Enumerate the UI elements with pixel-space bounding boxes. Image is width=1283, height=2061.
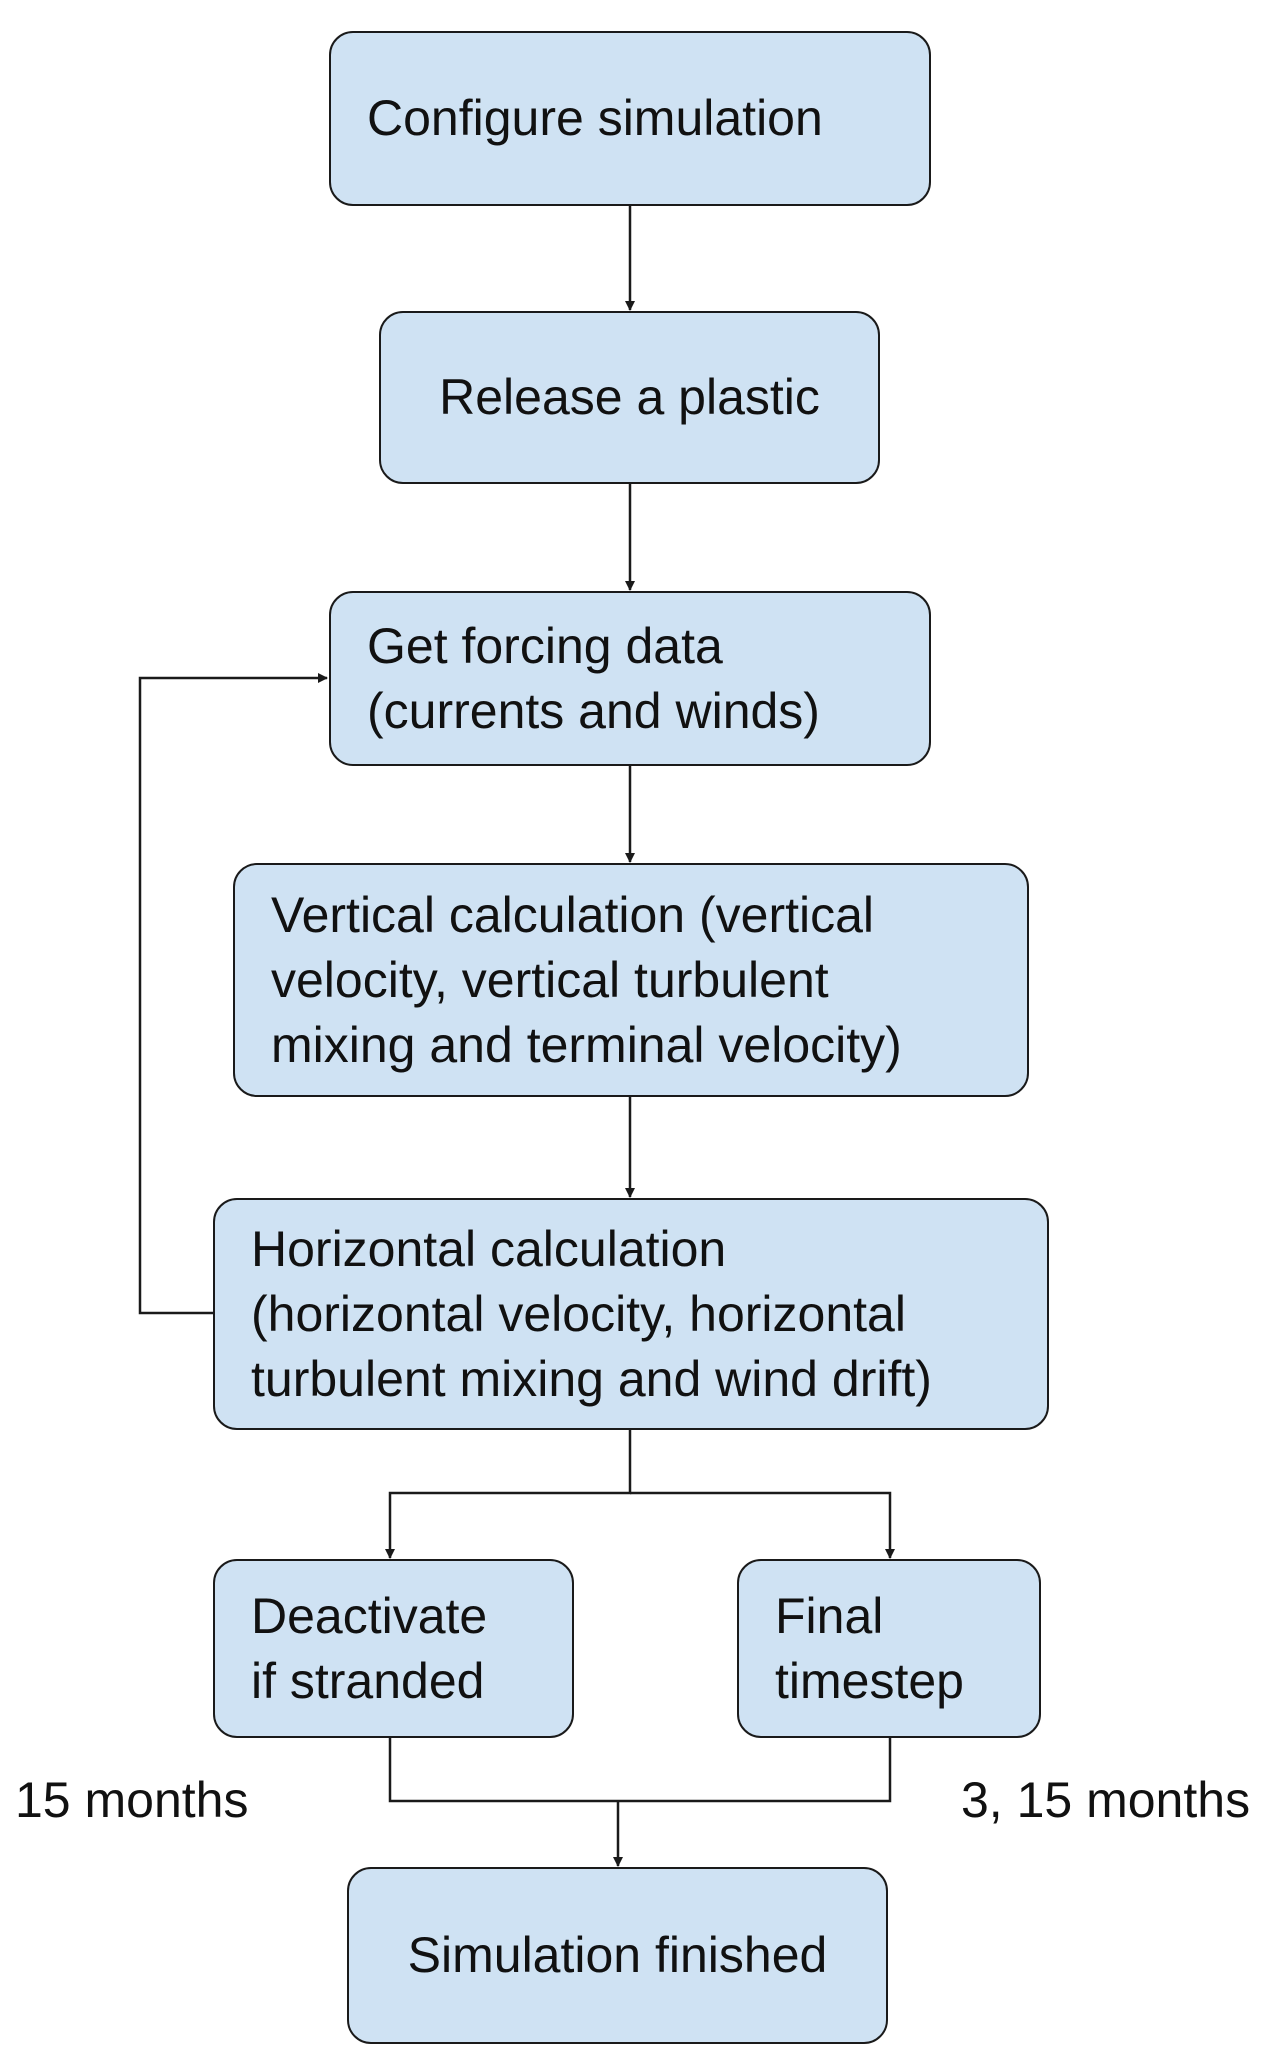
edge-label-right: 3, 15 months [961, 1772, 1251, 1828]
node-get-forcing-data: Get forcing data (currents and winds) [329, 591, 931, 766]
node-vertical-calculation: Vertical calculation (vertical velocity,… [233, 863, 1029, 1097]
branch-horizontal-to-deactivate [385, 1429, 632, 1559]
merge-deactivate-final [388, 1737, 892, 1803]
node-release-plastic: Release a plastic [379, 311, 880, 484]
node-deactivate-if-stranded: Deactivate if stranded [213, 1559, 574, 1738]
node-configure-simulation: Configure simulation [329, 31, 931, 206]
node-simulation-finished: Simulation finished [347, 1867, 888, 2044]
edge-label-left: 15 months [15, 1772, 249, 1828]
node-final-timestep: Final timestep [737, 1559, 1041, 1738]
branch-horizontal-to-final [630, 1491, 895, 1559]
loop-horizontal-to-forcing [138, 673, 328, 1315]
node-horizontal-calculation: Horizontal calculation (horizontal veloc… [213, 1198, 1049, 1430]
